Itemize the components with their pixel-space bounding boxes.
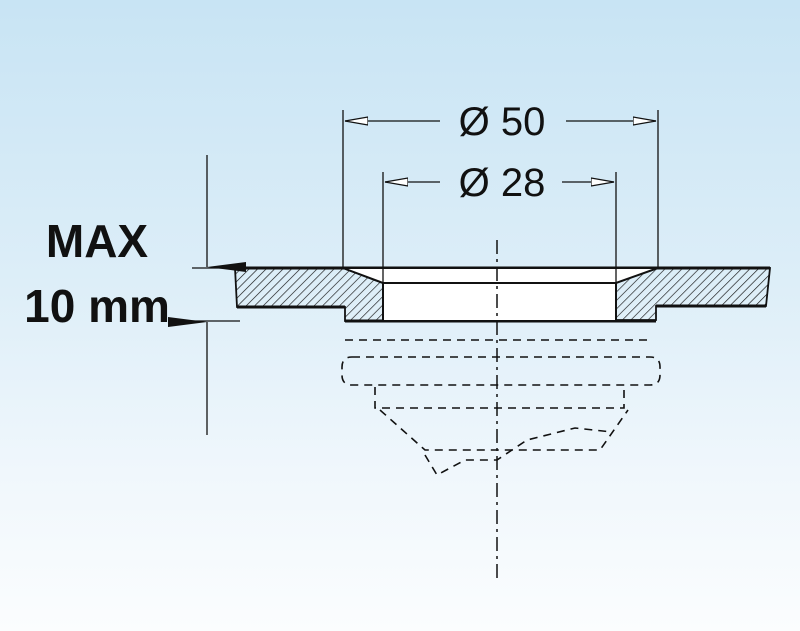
drain-fitting <box>342 267 659 322</box>
outer-diameter-label: Ø 50 <box>459 100 546 144</box>
fitting-bore <box>382 282 617 322</box>
fitting-flange <box>342 267 659 284</box>
dimension-inner: Ø 28 <box>382 161 617 283</box>
hidden-body-dashed <box>341 339 661 477</box>
dimension-outer: Ø 50 <box>342 100 659 268</box>
dimension-thickness: MAX 10 mm <box>24 155 246 435</box>
thickness-label-value: 10 mm <box>24 280 170 332</box>
countertop-left-section <box>234 267 384 322</box>
inner-diameter-label: Ø 28 <box>459 161 546 205</box>
thickness-label-max: MAX <box>46 215 149 267</box>
